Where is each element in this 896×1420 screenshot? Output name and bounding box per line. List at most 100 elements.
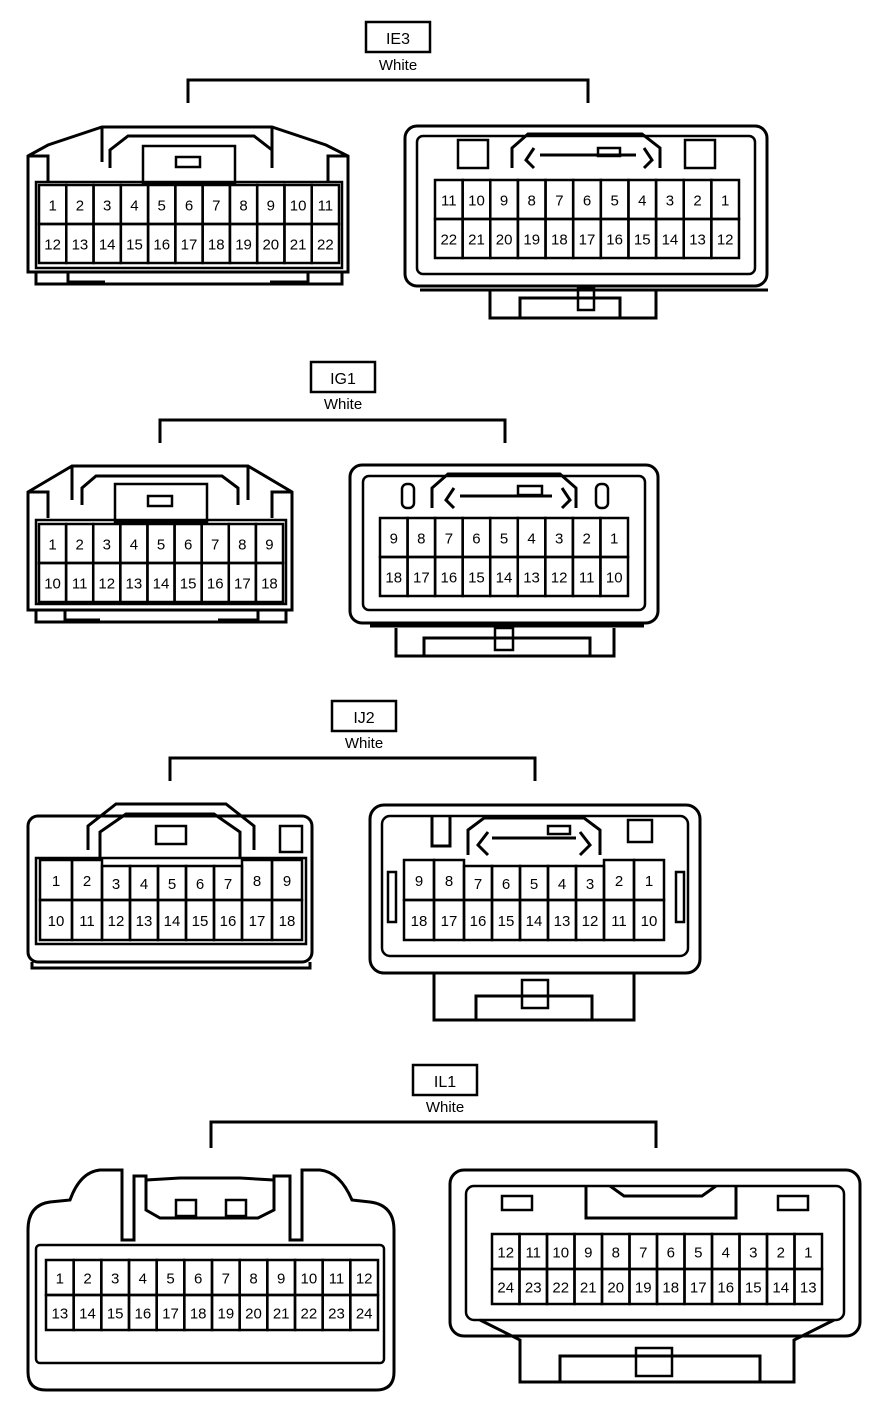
pin-number: 13 bbox=[554, 913, 571, 930]
pin-number: 4 bbox=[139, 1271, 147, 1288]
pin-number: 12 bbox=[717, 232, 734, 249]
female-housing bbox=[368, 803, 702, 1022]
pin-number: 18 bbox=[261, 576, 278, 593]
pin-number: 17 bbox=[181, 237, 198, 254]
pin-number: 15 bbox=[107, 1306, 124, 1323]
pin-number: 12 bbox=[108, 913, 125, 930]
pin-number: 16 bbox=[220, 913, 237, 930]
pin-number: 11 bbox=[611, 913, 627, 930]
pin-number: 20 bbox=[496, 232, 513, 249]
pin-number: 21 bbox=[580, 1280, 597, 1297]
pin-number: 8 bbox=[239, 198, 247, 215]
pin-number: 5 bbox=[158, 198, 166, 215]
pin-number: 13 bbox=[126, 576, 143, 593]
pin-number: 17 bbox=[690, 1280, 707, 1297]
pin-number: 14 bbox=[496, 570, 513, 587]
pin-number: 2 bbox=[693, 193, 701, 210]
connector-code: IE3 bbox=[386, 31, 410, 48]
pin-number: 22 bbox=[300, 1306, 317, 1323]
pin-number: 14 bbox=[526, 913, 543, 930]
connector-code-box bbox=[309, 360, 377, 394]
connector-code: IG1 bbox=[330, 371, 356, 388]
pin-cell bbox=[270, 898, 304, 942]
pin-number: 5 bbox=[530, 876, 538, 893]
pin-number: 5 bbox=[157, 537, 165, 554]
pin-number: 10 bbox=[48, 913, 65, 930]
pin-number: 3 bbox=[555, 531, 563, 548]
pin-number: 21 bbox=[290, 237, 307, 254]
pin-number: 17 bbox=[234, 576, 251, 593]
pin-number: 5 bbox=[168, 876, 176, 893]
pin-number: 21 bbox=[273, 1306, 290, 1323]
pin-number: 4 bbox=[130, 198, 138, 215]
pin-number: 2 bbox=[777, 1245, 785, 1262]
pin-number: 18 bbox=[208, 237, 225, 254]
pin-number: 21 bbox=[468, 232, 485, 249]
connector-ie3: IE3 White bbox=[26, 20, 769, 320]
pin-number: 2 bbox=[83, 873, 91, 890]
pin-number: 10 bbox=[468, 193, 485, 210]
pair-bracket bbox=[158, 418, 507, 443]
pin-number: 8 bbox=[417, 531, 425, 548]
pin-number: 12 bbox=[44, 237, 61, 254]
pin-number: 8 bbox=[238, 537, 246, 554]
pin-number: 1 bbox=[52, 873, 60, 890]
female-housing bbox=[403, 124, 769, 320]
pin-number: 19 bbox=[635, 1280, 652, 1297]
pin-number: 20 bbox=[607, 1280, 624, 1297]
pin-number: 10 bbox=[290, 198, 307, 215]
pin-number: 5 bbox=[166, 1271, 174, 1288]
pin-number: 4 bbox=[638, 193, 646, 210]
connector-color: White bbox=[426, 1099, 464, 1116]
pin-number: 9 bbox=[584, 1245, 592, 1262]
pin-number: 10 bbox=[44, 576, 61, 593]
pin-number: 7 bbox=[212, 198, 220, 215]
pin-number: 15 bbox=[468, 570, 485, 587]
pin-number: 16 bbox=[606, 232, 623, 249]
pin-number: 3 bbox=[666, 193, 674, 210]
pin-number: 18 bbox=[662, 1280, 679, 1297]
pin-number: 7 bbox=[211, 537, 219, 554]
pin-number: 12 bbox=[551, 570, 568, 587]
female-housing bbox=[348, 463, 660, 658]
connector-ig1: IG1 White bbox=[26, 360, 660, 658]
pin-number: 2 bbox=[83, 1271, 91, 1288]
pin-number: 13 bbox=[800, 1280, 817, 1297]
pin-number: 1 bbox=[804, 1245, 812, 1262]
pin-number: 15 bbox=[498, 913, 515, 930]
pin-cell bbox=[310, 222, 341, 265]
pin-number: 14 bbox=[99, 237, 116, 254]
pin-number: 8 bbox=[253, 873, 261, 890]
pin-number: 11 bbox=[79, 913, 95, 930]
pin-number: 4 bbox=[722, 1245, 730, 1262]
pin-number: 14 bbox=[153, 576, 170, 593]
connector-code-box bbox=[411, 1063, 479, 1097]
pin-number: 5 bbox=[500, 531, 508, 548]
pin-number: 3 bbox=[112, 876, 120, 893]
pin-number: 8 bbox=[612, 1245, 620, 1262]
pin-number: 2 bbox=[75, 537, 83, 554]
pair-bracket bbox=[209, 1120, 658, 1148]
pin-cell bbox=[349, 1293, 380, 1332]
male-housing bbox=[26, 802, 314, 970]
connector-code-box bbox=[330, 699, 398, 733]
connector-code-box bbox=[364, 20, 432, 54]
pin-number: 18 bbox=[279, 913, 296, 930]
pin-number: 12 bbox=[497, 1245, 514, 1262]
pin-number: 9 bbox=[267, 198, 275, 215]
pin-number: 24 bbox=[356, 1306, 373, 1323]
pin-number: 12 bbox=[582, 913, 599, 930]
pin-cell bbox=[793, 1267, 824, 1306]
pin-number: 1 bbox=[721, 193, 729, 210]
connector-code: IJ2 bbox=[353, 710, 374, 727]
pin-number: 1 bbox=[645, 873, 653, 890]
pin-cell bbox=[599, 555, 630, 598]
pin-number: 2 bbox=[76, 198, 84, 215]
pin-number: 15 bbox=[192, 913, 209, 930]
pin-number: 17 bbox=[413, 570, 430, 587]
